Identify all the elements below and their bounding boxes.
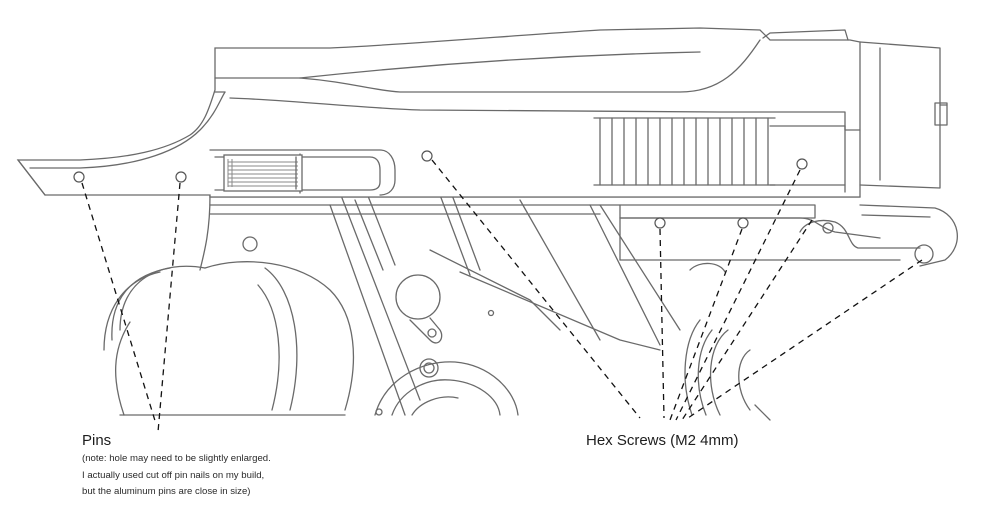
pins-note: (note: hole may need to be slightly enla… xyxy=(82,451,271,501)
screw-hole-3 xyxy=(654,217,666,229)
lower-mechanism xyxy=(103,194,771,421)
slide xyxy=(16,27,948,198)
mount-holes xyxy=(73,150,808,229)
pins-note-line: but the aluminum pins are close in size) xyxy=(82,486,251,497)
screw-hole-1 xyxy=(421,150,433,162)
screw-hole-4 xyxy=(737,217,749,229)
hex-screws-label: Hex Screws (M2 4mm) xyxy=(586,432,739,449)
pin-hole-2 xyxy=(175,171,187,183)
pins-note-line: (note: hole may need to be slightly enla… xyxy=(82,453,271,464)
pins-label: Pins xyxy=(82,432,112,449)
screw-hole-2 xyxy=(796,158,808,170)
frame-rails xyxy=(199,194,958,271)
slide-serrations xyxy=(593,117,776,186)
pins-note-line: I actually used cut off pin nails on my … xyxy=(82,469,265,481)
pin-hole-1 xyxy=(73,171,85,183)
slide-release-grip xyxy=(223,154,303,192)
hex-screw-leader-lines xyxy=(431,159,923,421)
pins-leader-lines xyxy=(81,182,181,433)
